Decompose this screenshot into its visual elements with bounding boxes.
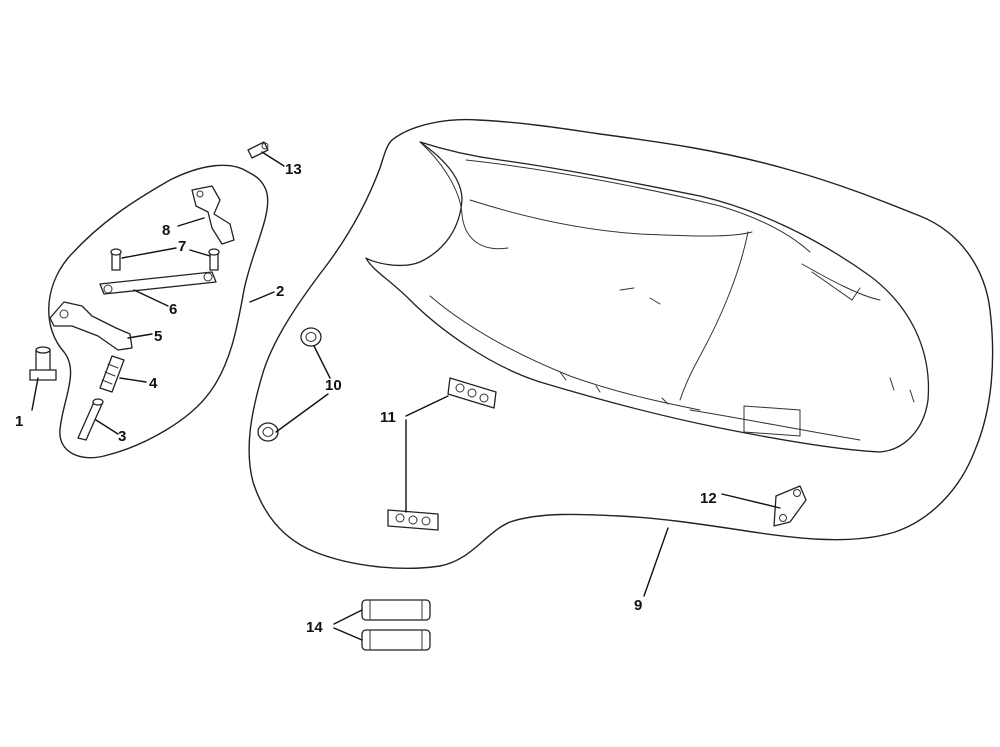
callout-10: 10	[325, 377, 342, 394]
link-arm-part	[99, 271, 217, 295]
leader-lines	[31, 151, 781, 641]
seat-group-outline	[248, 118, 994, 570]
bushing-part	[29, 346, 57, 381]
long-pin-part	[77, 398, 104, 441]
bumper-part-lower	[257, 422, 279, 442]
latch-plate-part-lower	[387, 509, 439, 531]
spring-part	[99, 355, 125, 393]
leader-6	[133, 289, 169, 307]
leader-8	[177, 217, 205, 227]
leader-7b	[189, 249, 211, 257]
leader-7a	[121, 247, 177, 259]
callout-14: 14	[306, 619, 323, 636]
callout-2: 2	[276, 283, 284, 300]
callout-8: 8	[162, 222, 170, 239]
callout-6: 6	[169, 301, 177, 318]
callout-1: 1	[15, 413, 23, 430]
leader-14b	[333, 627, 363, 641]
leader-3	[95, 419, 119, 435]
callout-12: 12	[700, 490, 717, 507]
latch-plate-part-upper	[447, 377, 497, 409]
callout-11: 11	[380, 409, 396, 426]
leader-9	[643, 527, 669, 597]
leader-4	[119, 377, 147, 383]
leader-10a	[313, 345, 331, 379]
hinge-arm-part	[49, 301, 133, 351]
callout-4: 4	[149, 375, 158, 392]
pin-part-right	[208, 248, 220, 271]
leader-13	[261, 151, 285, 167]
leader-2	[249, 291, 275, 303]
leader-5	[127, 333, 153, 339]
callout-5: 5	[154, 328, 162, 345]
callout-13: 13	[285, 161, 302, 178]
bracket-part	[773, 485, 807, 527]
hinge-group-outline	[48, 164, 269, 459]
callout-labels: 1 2 3 4 5 6 7 8 9 10 11 12 13 14	[15, 161, 717, 636]
leader-10b	[275, 393, 329, 433]
callout-7: 7	[178, 238, 186, 255]
bumper-part-upper	[300, 327, 322, 347]
grip-part-upper	[361, 599, 431, 621]
grip-part-lower	[361, 629, 431, 651]
callout-3: 3	[118, 428, 126, 445]
leader-1	[31, 377, 39, 411]
pin-part-left	[110, 248, 122, 271]
leader-11a	[405, 395, 449, 417]
bolt-part	[247, 141, 269, 159]
hinge-bracket-part	[191, 185, 235, 245]
seat-part	[365, 141, 930, 453]
callout-9: 9	[634, 597, 642, 614]
leader-12	[721, 493, 781, 509]
leader-14a	[333, 609, 363, 625]
